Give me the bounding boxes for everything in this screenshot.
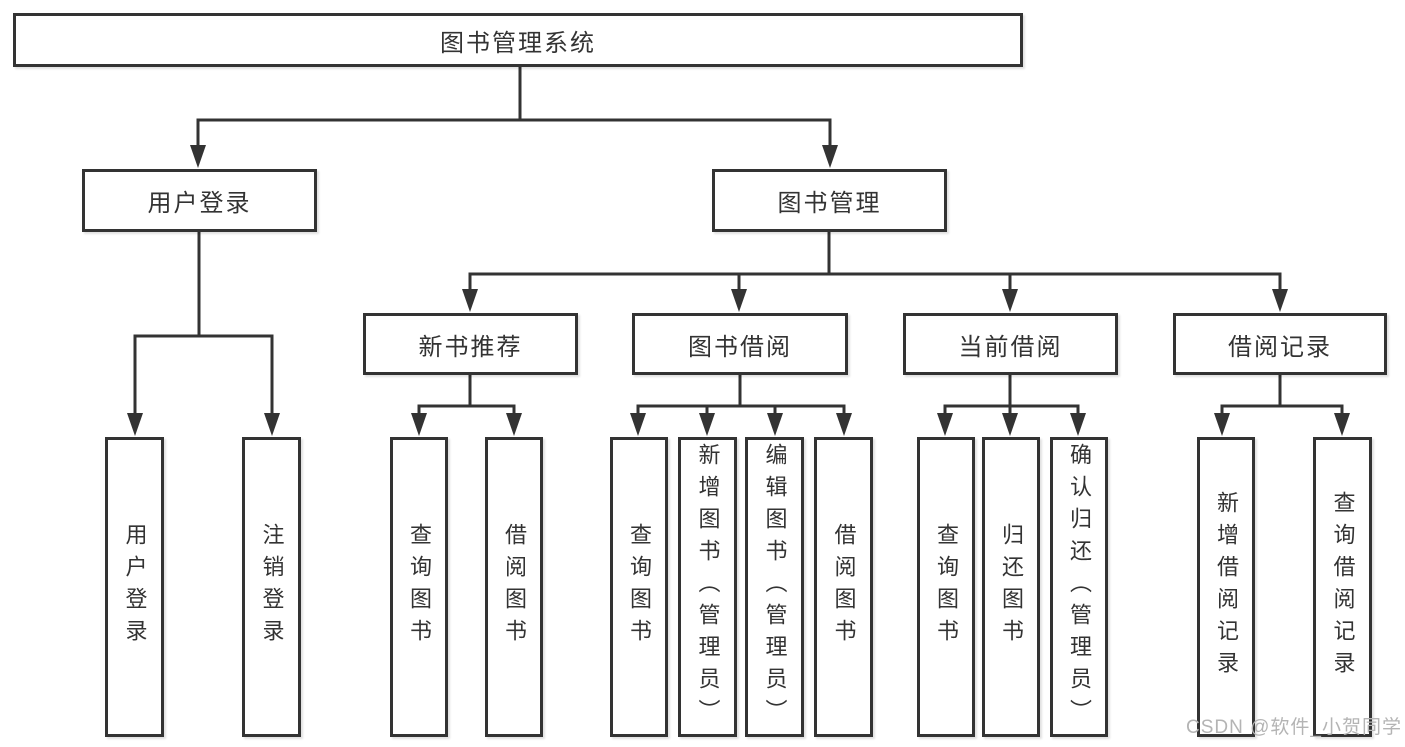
leaf-confirm-return-admin: 确认归还（管理员） xyxy=(1050,437,1108,737)
leaf-add-borrow-record: 新增借阅记录 xyxy=(1197,437,1255,737)
leaf-logout: 注销登录 xyxy=(242,437,301,737)
arrow-down-icon xyxy=(1002,289,1018,312)
leaf-add-book-admin: 新增图书（管理员） xyxy=(678,437,737,737)
leaf-add-book-admin-label: 新增图书（管理员） xyxy=(695,443,721,731)
node-new-book-recommend-label: 新书推荐 xyxy=(418,333,523,361)
leaf-query-books-current: 查询图书 xyxy=(917,437,975,737)
leaf-user-login-label: 用户登录 xyxy=(122,523,148,651)
leaf-edit-book-admin: 编辑图书（管理员） xyxy=(745,437,804,737)
arrow-down-icon xyxy=(731,289,747,312)
arrow-down-icon xyxy=(190,145,206,168)
leaf-user-login: 用户登录 xyxy=(105,437,164,737)
arrow-down-icon xyxy=(699,413,715,436)
leaf-return-book-label: 归还图书 xyxy=(999,523,1024,651)
arrow-down-icon xyxy=(836,413,852,436)
leaf-query-books-borrow-label: 查询图书 xyxy=(627,523,652,651)
arrow-down-icon xyxy=(1070,413,1086,436)
arrow-down-icon xyxy=(1334,413,1350,436)
leaf-confirm-return-admin-label: 确认归还（管理员） xyxy=(1067,443,1092,731)
arrow-down-icon xyxy=(822,145,838,168)
leaf-query-borrow-record: 查询借阅记录 xyxy=(1313,437,1372,737)
arrow-down-icon xyxy=(1002,413,1018,436)
connector-book-management-to-level3 xyxy=(462,230,1288,312)
node-current-borrow-label: 当前借阅 xyxy=(958,333,1063,361)
connector-current-borrow-to-leaves xyxy=(937,373,1086,436)
node-root: 图书管理系统 xyxy=(13,13,1023,67)
leaf-borrow-books-recommend-label: 借阅图书 xyxy=(502,523,527,651)
leaf-query-books-borrow: 查询图书 xyxy=(610,437,668,737)
leaf-borrow-books-recommend: 借阅图书 xyxy=(485,437,543,737)
node-book-borrow: 图书借阅 xyxy=(632,313,848,375)
leaf-query-books-recommend-label: 查询图书 xyxy=(407,523,432,651)
connector-root-to-level2 xyxy=(190,65,838,168)
leaf-add-borrow-record-label: 新增借阅记录 xyxy=(1214,491,1239,683)
leaf-borrow-books: 借阅图书 xyxy=(814,437,873,737)
arrow-down-icon xyxy=(937,413,953,436)
leaf-return-book: 归还图书 xyxy=(982,437,1040,737)
node-current-borrow: 当前借阅 xyxy=(903,313,1118,375)
arrow-down-icon xyxy=(1272,289,1288,312)
node-root-label: 图书管理系统 xyxy=(440,29,596,57)
leaf-query-books-current-label: 查询图书 xyxy=(934,523,959,651)
node-borrow-records: 借阅记录 xyxy=(1173,313,1387,375)
node-book-management: 图书管理 xyxy=(712,169,947,232)
leaf-query-borrow-record-label: 查询借阅记录 xyxy=(1330,491,1356,683)
connector-borrow-records-to-leaves xyxy=(1214,373,1350,436)
leaf-query-books-recommend: 查询图书 xyxy=(390,437,448,737)
arrow-down-icon xyxy=(506,413,522,436)
arrow-down-icon xyxy=(462,289,478,312)
arrow-down-icon xyxy=(630,413,646,436)
arrow-down-icon xyxy=(127,413,143,436)
arrow-down-icon xyxy=(767,413,783,436)
leaf-edit-book-admin-label: 编辑图书（管理员） xyxy=(762,443,788,731)
arrow-down-icon xyxy=(264,413,280,436)
connector-user-login-to-leaves xyxy=(127,230,280,436)
watermark: CSDN @软件_小贺同学 xyxy=(1186,717,1402,738)
node-book-management-label: 图书管理 xyxy=(777,190,882,217)
arrow-down-icon xyxy=(1214,413,1230,436)
node-book-borrow-label: 图书借阅 xyxy=(688,333,792,361)
connector-new-book-to-leaves xyxy=(411,373,522,436)
arrow-down-icon xyxy=(411,413,427,436)
leaf-borrow-books-label: 借阅图书 xyxy=(831,523,857,651)
node-borrow-records-label: 借阅记录 xyxy=(1228,333,1332,361)
leaf-logout-label: 注销登录 xyxy=(259,523,285,651)
node-user-login: 用户登录 xyxy=(82,169,317,232)
connector-book-borrow-to-leaves xyxy=(630,373,852,436)
node-new-book-recommend: 新书推荐 xyxy=(363,313,578,375)
node-user-login-label: 用户登录 xyxy=(147,190,252,217)
